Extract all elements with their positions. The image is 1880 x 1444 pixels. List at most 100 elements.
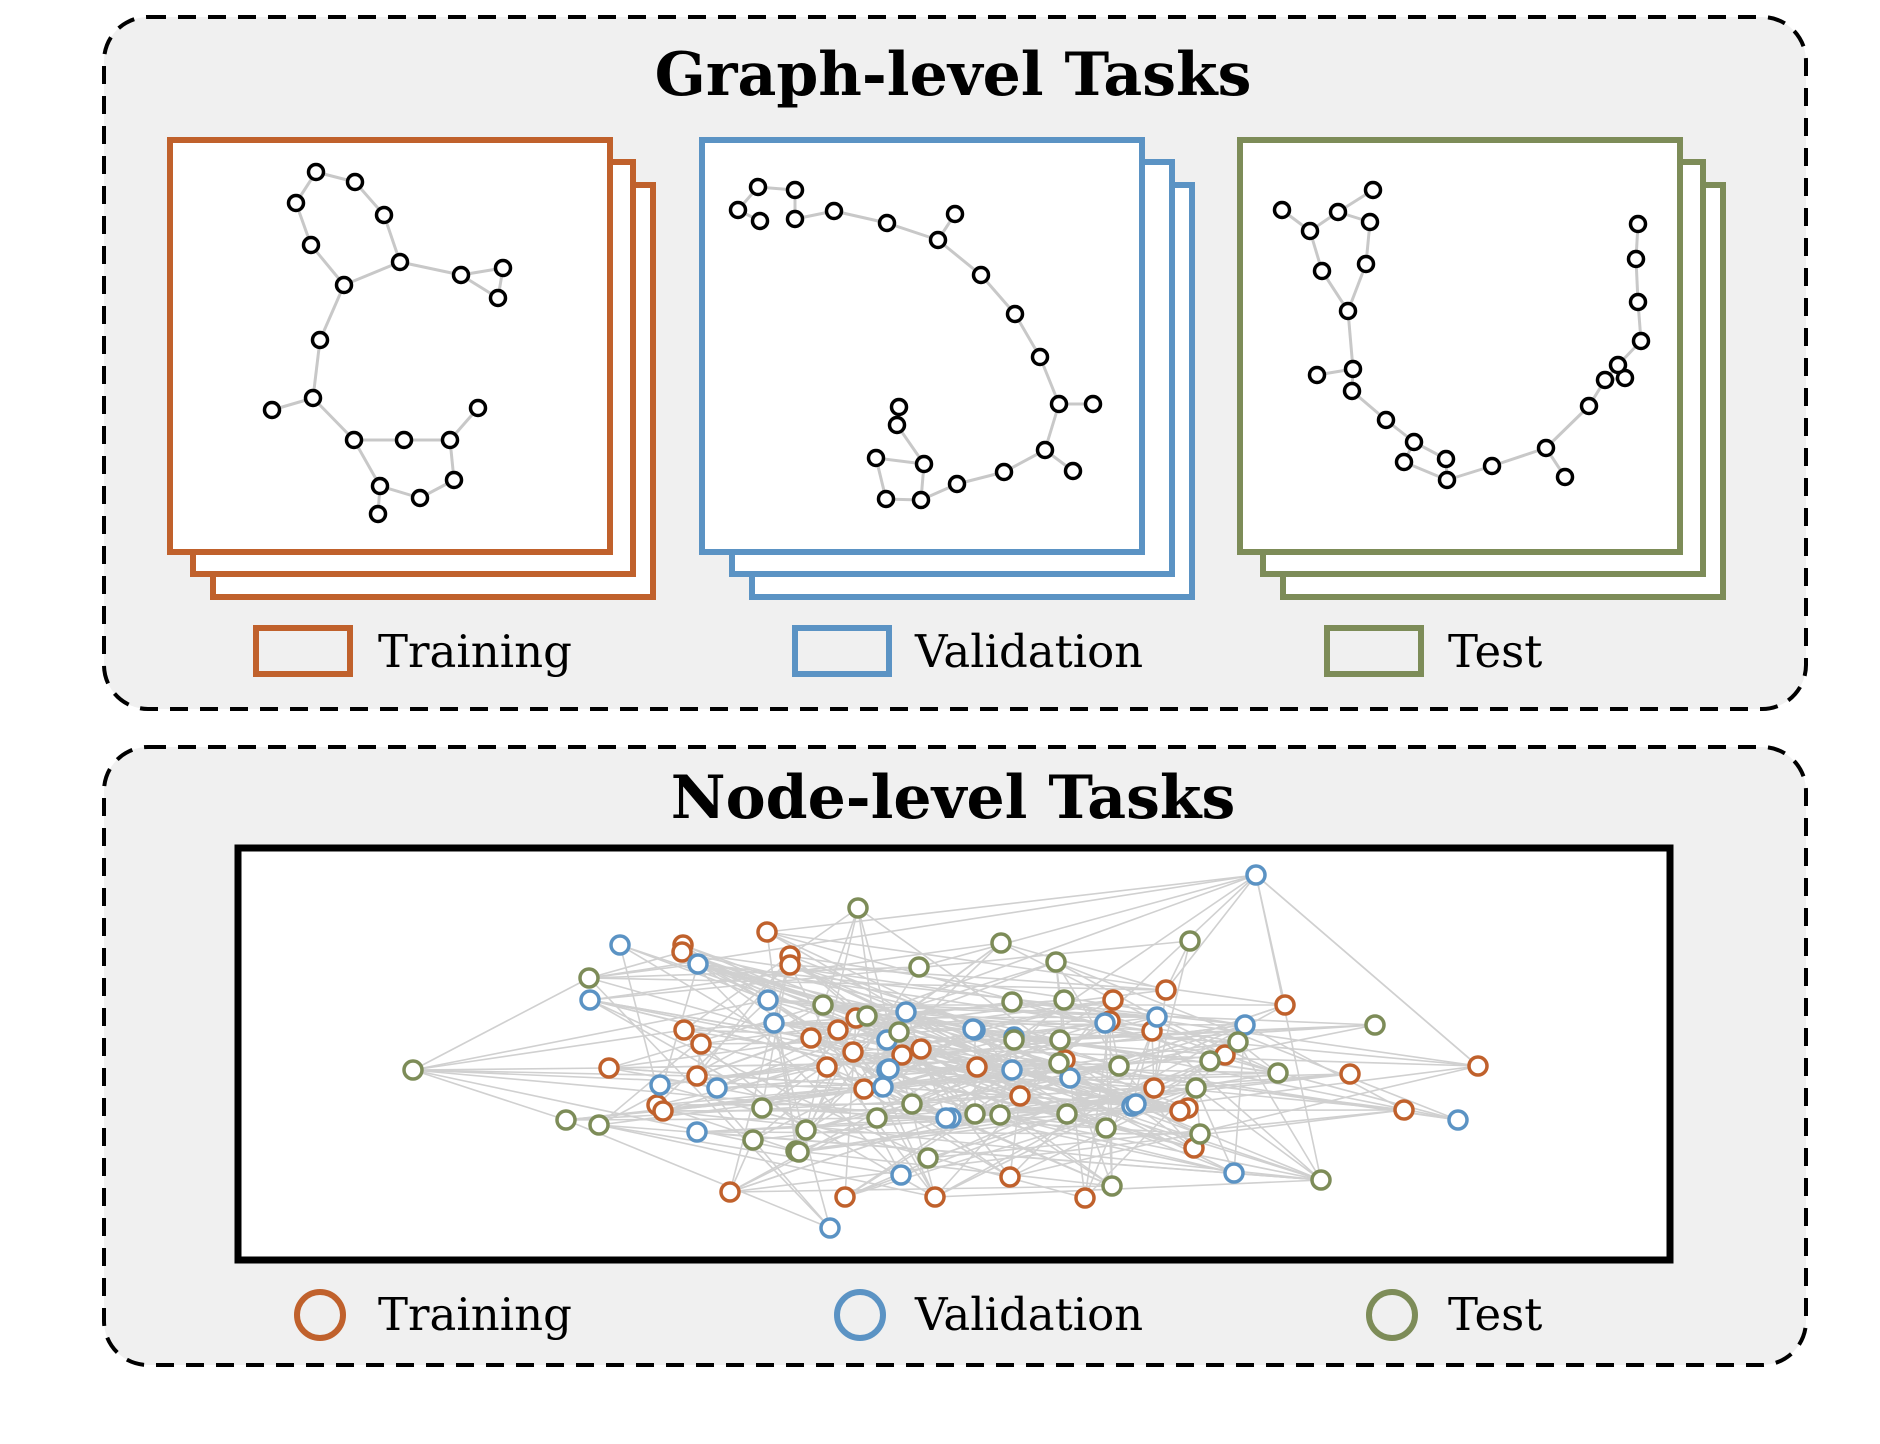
- validation-graph-node: [877, 213, 897, 233]
- legend-label-test: Test: [1448, 625, 1542, 678]
- validation-node: [649, 1074, 671, 1096]
- test-node: [1185, 1077, 1207, 1099]
- node-graph-edge: [1055, 961, 1120, 1067]
- training-node: [966, 1056, 988, 1078]
- node-graph-edge: [1011, 1001, 1459, 1121]
- test-node: [847, 897, 869, 919]
- legend-label-training: Training: [378, 625, 572, 678]
- validation-graph-node: [824, 201, 844, 221]
- test-node: [1003, 1029, 1025, 1051]
- node-level-title: Node-level Tasks: [671, 763, 1236, 833]
- node-graph-edge: [1151, 1030, 1322, 1181]
- training-node: [1274, 994, 1296, 1016]
- validation-graph-node: [876, 489, 896, 509]
- node-graph-edge: [805, 1103, 913, 1131]
- test-stack-card-front: [1237, 137, 1683, 555]
- test-graph-node: [1376, 410, 1396, 430]
- validation-node: [962, 1018, 984, 1040]
- training-node: [1009, 1085, 1031, 1107]
- training-node: [1393, 1099, 1415, 1121]
- validation-graph-node: [1049, 394, 1069, 414]
- test-graph-node: [1307, 365, 1327, 385]
- test-node: [1199, 1050, 1221, 1072]
- test-node: [1045, 951, 1067, 973]
- test-node: [1189, 1123, 1211, 1145]
- node-graph-edge: [882, 1020, 1111, 1088]
- test-graph-node: [1628, 292, 1648, 312]
- validation-graph-node: [994, 462, 1014, 482]
- node-graph-edge: [918, 874, 1257, 968]
- node-graph-edge: [1055, 961, 1158, 1018]
- node-graph-edge: [1165, 874, 1257, 991]
- validation-graph-node: [947, 474, 967, 494]
- training-node: [756, 921, 778, 943]
- node-graph-edge: [598, 1124, 936, 1198]
- node-graph-edge: [588, 951, 683, 979]
- validation-graph-node: [911, 490, 931, 510]
- test-node: [795, 1119, 817, 1141]
- validation-graph-node: [1005, 304, 1025, 324]
- node-graph-edge: [905, 1011, 1235, 1174]
- node-graph-edge: [888, 1036, 1015, 1070]
- node-graph-edge: [589, 940, 1191, 1001]
- validation-graph-node: [1035, 440, 1055, 460]
- node-graph-edge: [565, 1086, 884, 1121]
- test-graph-node: [1437, 470, 1457, 490]
- legend-node-training: [294, 1289, 346, 1341]
- validation-node: [763, 1012, 785, 1034]
- test-graph-node: [1482, 456, 1502, 476]
- node-level-legend: Training Validation Test: [294, 1288, 1542, 1341]
- node-level-graph: [402, 864, 1489, 1239]
- training-graph-node: [444, 470, 464, 490]
- test-graph-node: [1628, 214, 1648, 234]
- validation-graph-node: [750, 211, 770, 231]
- node-graph-edge: [999, 1114, 1322, 1181]
- node-graph-edge: [1224, 1024, 1376, 1056]
- legend-swatch-validation: [792, 625, 892, 677]
- training-node: [598, 1057, 620, 1079]
- test-node: [1048, 1052, 1070, 1074]
- node-graph-edge: [852, 942, 1002, 1053]
- node-graph-edge: [1237, 1041, 1322, 1181]
- node-graph-edge: [766, 931, 797, 1152]
- node-graph-edge: [1255, 874, 1479, 1067]
- test-graph-node: [1394, 452, 1414, 472]
- node-graph-edge: [656, 1103, 913, 1106]
- node-graph-edge: [1009, 1065, 1479, 1178]
- training-graph-node: [303, 388, 323, 408]
- node-graph-edge: [1255, 874, 1286, 1006]
- training-graph-node: [368, 504, 388, 524]
- test-node: [742, 1129, 764, 1151]
- training-graph-edge: [399, 260, 462, 277]
- node-graph-edge: [565, 1119, 831, 1229]
- node-graph-edge: [598, 1041, 1239, 1126]
- test-node: [1056, 1103, 1078, 1125]
- node-graph-edge: [1059, 1039, 1459, 1121]
- training-node: [1169, 1100, 1191, 1122]
- node-graph-edge: [588, 966, 920, 979]
- node-graph-edge: [1233, 1172, 1322, 1181]
- validation-graph-node: [1083, 394, 1103, 414]
- training-node: [1155, 979, 1177, 1001]
- node-graph-edge: [1019, 1095, 1133, 1107]
- validation-node: [1146, 1006, 1168, 1028]
- validation-graph-node: [785, 209, 805, 229]
- validation-node: [609, 934, 631, 956]
- node-graph-edge: [920, 1048, 1479, 1067]
- training-graph-edge: [311, 339, 322, 399]
- validation-node: [757, 989, 779, 1011]
- validation-node: [935, 1107, 957, 1129]
- training-graph-edge: [311, 396, 356, 442]
- node-graph-edge: [789, 964, 902, 1176]
- test-node: [812, 994, 834, 1016]
- validation-graph-node: [914, 454, 934, 474]
- training-graph-node: [370, 476, 390, 496]
- test-node: [788, 1141, 810, 1163]
- test-node: [751, 1097, 773, 1119]
- test-graph-node: [1579, 396, 1599, 416]
- node-graph-edge: [1013, 1024, 1376, 1041]
- validation-graph-node: [887, 415, 907, 435]
- test-node: [1053, 989, 1075, 1011]
- test-node: [856, 1005, 878, 1027]
- node-graph-edge: [683, 1029, 718, 1089]
